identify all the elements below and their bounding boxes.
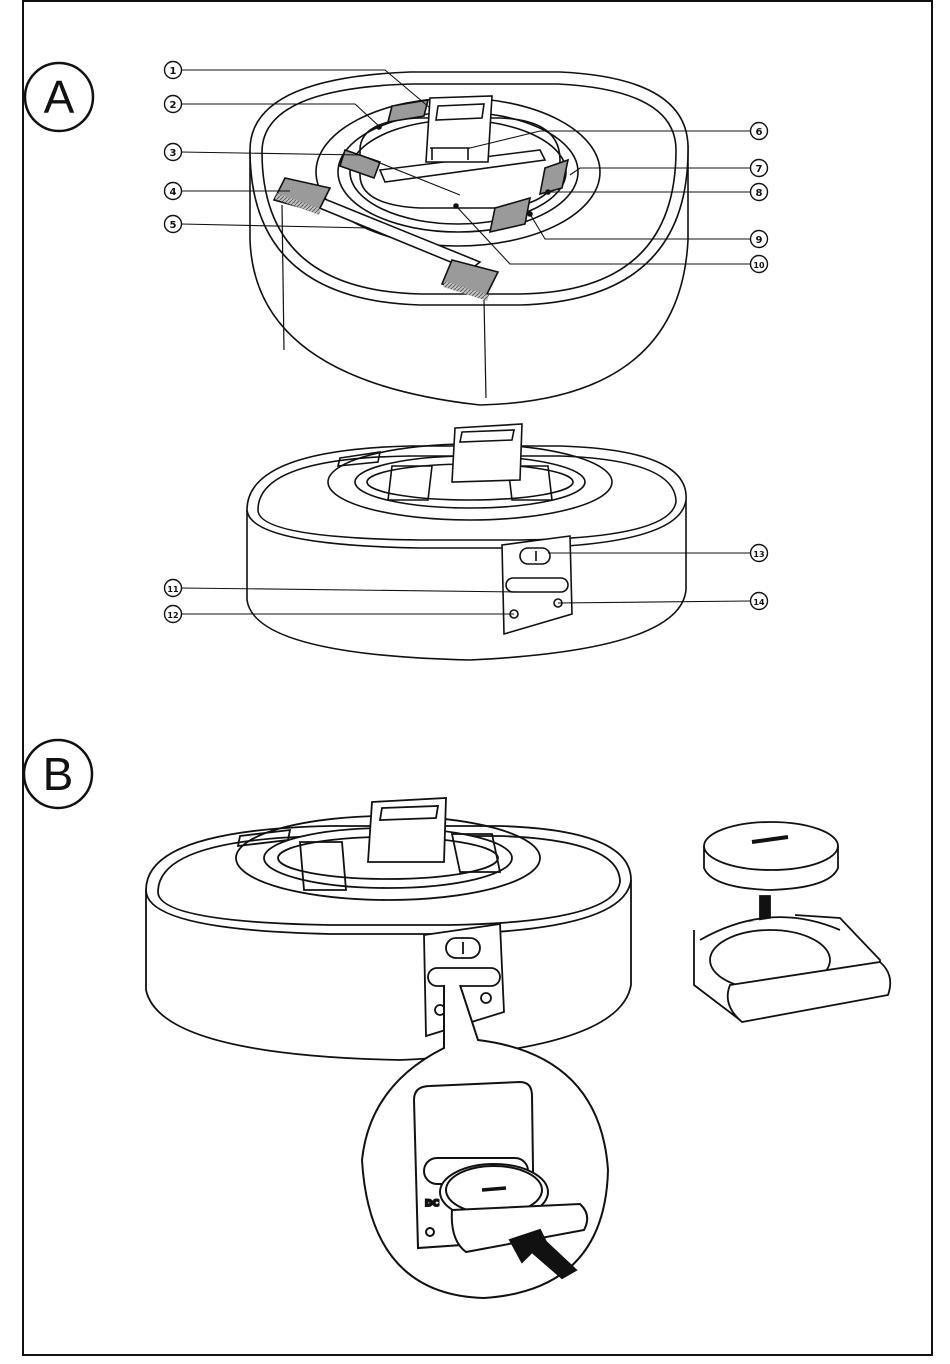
section-b-speaker — [146, 798, 631, 1060]
callout-14: 14 — [751, 593, 768, 610]
callout-8: 8 — [751, 184, 768, 201]
svg-text:14: 14 — [753, 598, 765, 607]
callout-13: 13 — [751, 545, 768, 562]
callout-9: 9 — [751, 231, 768, 248]
svg-text:2: 2 — [170, 100, 177, 111]
svg-text:7: 7 — [756, 164, 763, 175]
callout-5: 5 — [165, 216, 182, 233]
svg-text:3: 3 — [170, 148, 177, 159]
svg-text:10: 10 — [753, 261, 765, 270]
svg-text:4: 4 — [170, 187, 177, 198]
svg-text:5: 5 — [170, 220, 177, 231]
svg-text:9: 9 — [756, 235, 763, 246]
callout-11: 11 — [165, 580, 182, 597]
callout-2: 2 — [165, 96, 182, 113]
callout-4: 4 — [165, 183, 182, 200]
svg-text:A: A — [44, 71, 75, 123]
callout-12: 12 — [165, 606, 182, 623]
svg-text:12: 12 — [167, 611, 178, 620]
svg-text:11: 11 — [167, 585, 179, 594]
front-view-speaker — [247, 424, 686, 660]
callout-3: 3 — [165, 144, 182, 161]
svg-text:1: 1 — [170, 66, 177, 77]
callout-1: 1 — [165, 62, 182, 79]
svg-text:B: B — [43, 748, 74, 800]
svg-text:DC: DC — [425, 1199, 439, 1209]
callout-6: 6 — [751, 123, 768, 140]
svg-text:6: 6 — [756, 127, 763, 138]
section-badge-b: B — [24, 740, 92, 808]
callout-10: 10 — [751, 256, 768, 273]
callout-7: 7 — [751, 160, 768, 177]
svg-text:8: 8 — [756, 188, 763, 199]
svg-text:13: 13 — [753, 550, 764, 559]
battery-tray-illustration — [694, 822, 890, 1022]
section-badge-a: A — [25, 63, 93, 131]
